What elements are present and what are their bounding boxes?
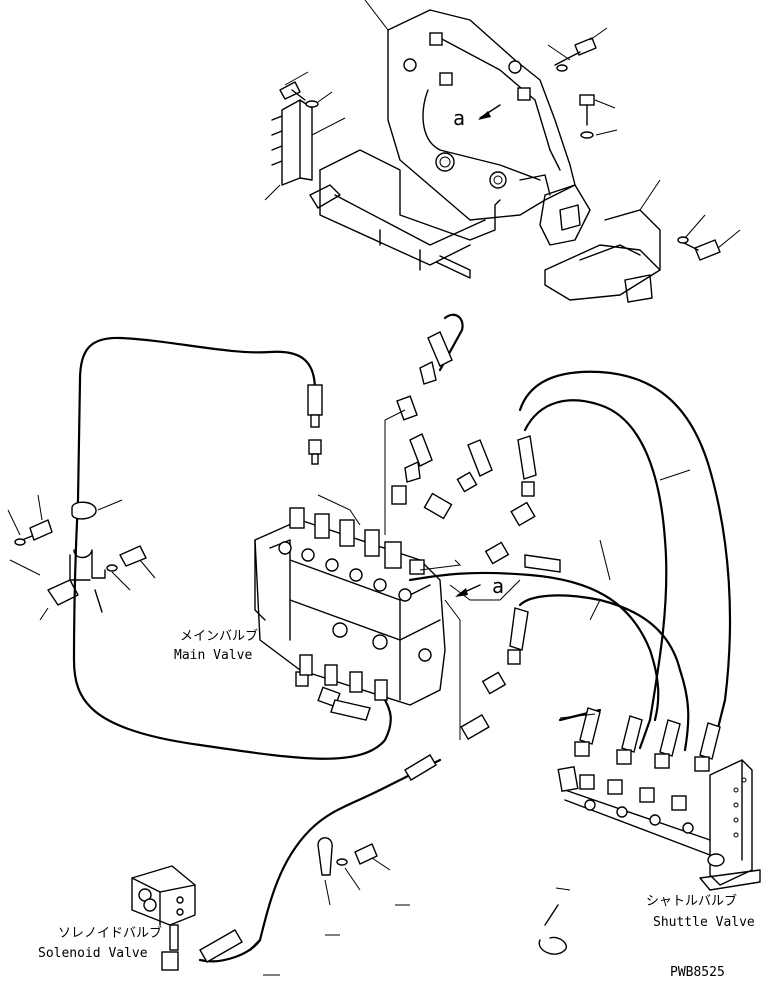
drawing-number: PWB8525 [670,965,725,980]
shuttle-valve [557,469,761,891]
clamp-assembly [7,494,156,621]
view-a-label-top: a [453,106,465,130]
view-a-label-mid: a [492,574,504,598]
lower-clamp [263,837,571,976]
top-bolts [264,0,741,261]
solenoid-valve-label-jp: ソレノイドバルブ [58,925,162,941]
solenoid-valve-label-en: Solenoid Valve [38,946,148,961]
shuttle-valve-label-en: Shuttle Valve [653,915,755,930]
main-valve-label-en: Main Valve [174,648,252,663]
main-valve: a [254,409,521,740]
bracket-assembly: a [271,9,661,303]
hose-fittings [161,331,561,971]
shuttle-valve-label-jp: シャトルバルブ [646,893,737,909]
hose-routing [72,313,732,963]
solenoid-valve [131,865,196,951]
main-valve-label-jp: メインバルブ [180,628,258,644]
